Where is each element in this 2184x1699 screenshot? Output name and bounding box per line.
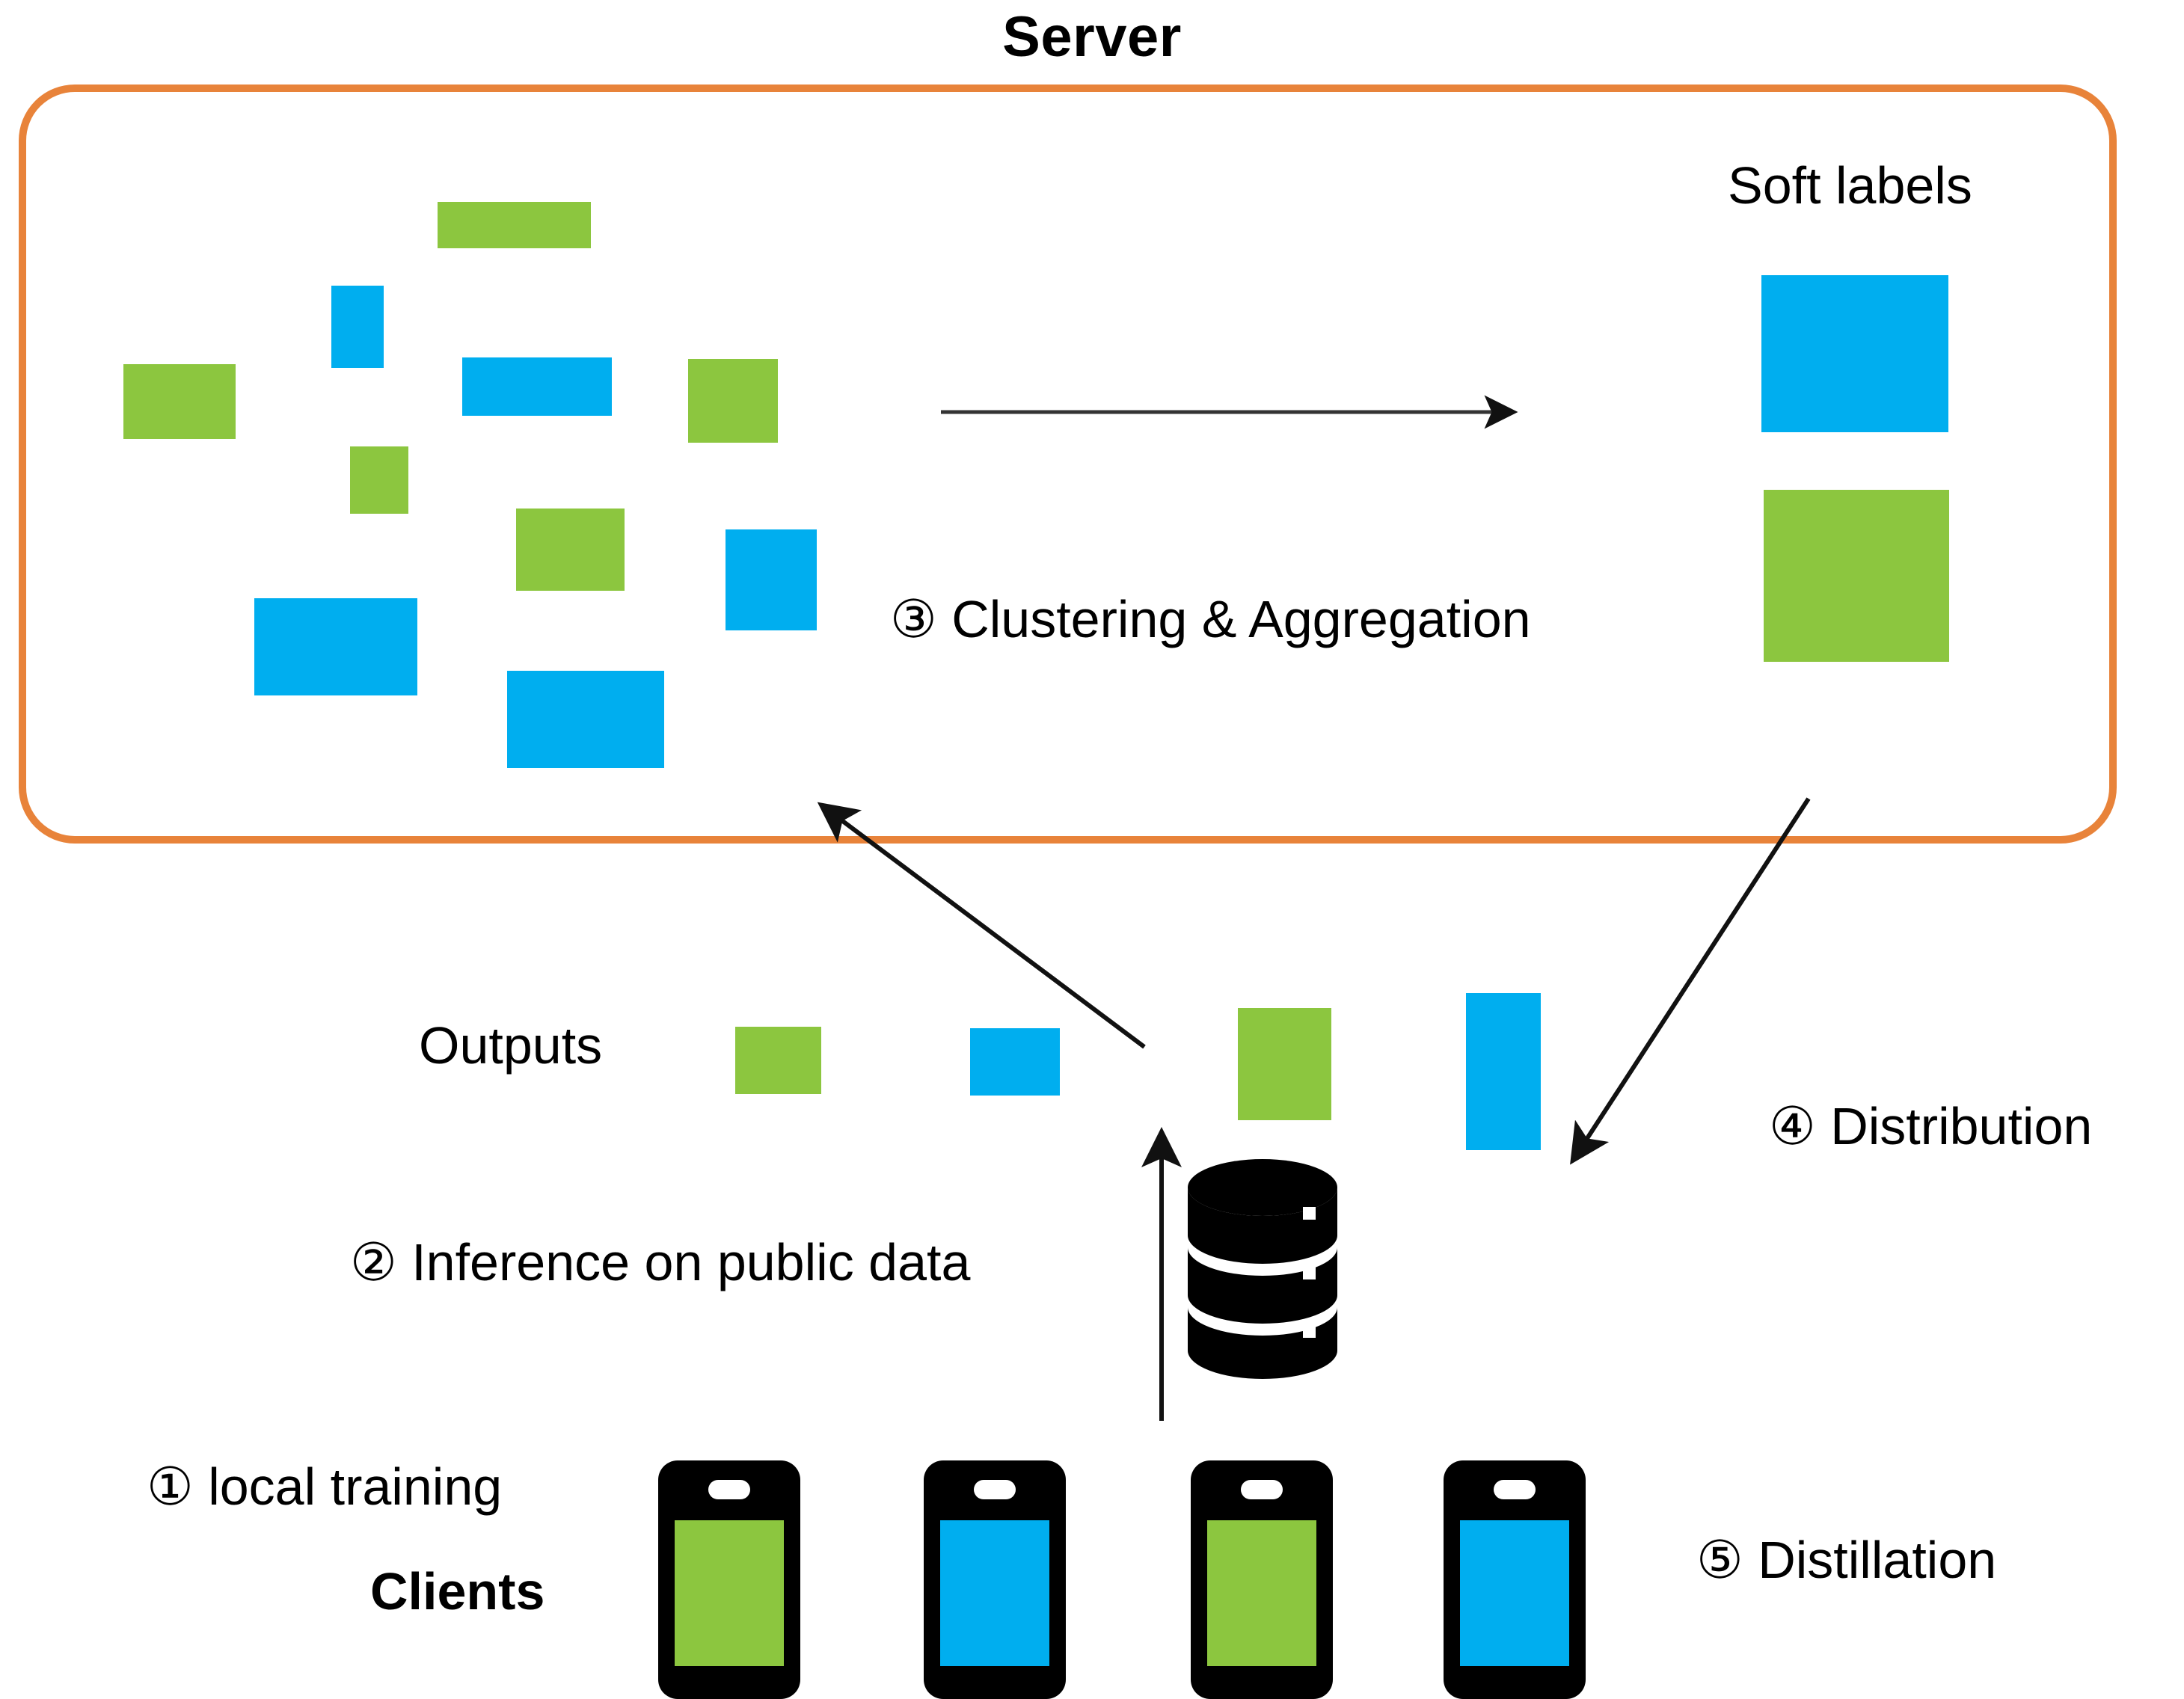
phone-speaker-icon <box>1241 1480 1283 1499</box>
server-block-green <box>438 202 591 248</box>
output-block-green <box>1238 1008 1331 1120</box>
phone-screen-blue <box>940 1520 1049 1666</box>
outputs-label: Outputs <box>419 1016 603 1075</box>
server-block-green <box>123 364 236 439</box>
server-block-green <box>688 359 778 443</box>
database-icon <box>1188 1159 1337 1379</box>
output-block-green <box>735 1027 821 1094</box>
step-4-distribution-label: ④ Distribution <box>1769 1097 2093 1155</box>
soft-label-block-green <box>1764 490 1949 662</box>
output-block-blue <box>1466 993 1541 1150</box>
soft-labels-label: Soft labels <box>1728 156 1972 215</box>
step-5-distillation-label: ⑤ Distillation <box>1696 1531 1997 1589</box>
client-device-2[interactable] <box>924 1460 1066 1699</box>
phone-speaker-icon <box>1494 1480 1536 1499</box>
phone-screen-green <box>675 1520 784 1666</box>
client-device-3[interactable] <box>1191 1460 1333 1699</box>
step-3-clustering-aggregation-label: ③ Clustering & Aggregation <box>890 590 1531 648</box>
step-2-inference-label: ② Inference on public data <box>350 1233 971 1291</box>
soft-label-block-blue <box>1761 275 1948 432</box>
server-block-blue <box>507 671 664 768</box>
phone-screen-blue <box>1460 1520 1569 1666</box>
step-1-local-training-label: ① local training <box>147 1457 503 1516</box>
server-block-green <box>350 446 408 514</box>
client-device-1[interactable] <box>658 1460 800 1699</box>
phone-speaker-icon <box>708 1480 750 1499</box>
phone-speaker-icon <box>974 1480 1016 1499</box>
server-block-blue <box>462 357 612 416</box>
server-block-blue <box>331 286 384 368</box>
output-block-blue <box>970 1028 1060 1096</box>
server-block-blue <box>726 529 817 630</box>
client-device-4[interactable] <box>1444 1460 1586 1699</box>
phone-screen-green <box>1207 1520 1316 1666</box>
clients-label: Clients <box>370 1562 545 1620</box>
page-title: Server <box>1002 5 1182 69</box>
server-block-blue <box>254 598 417 695</box>
server-block-green <box>516 509 625 591</box>
